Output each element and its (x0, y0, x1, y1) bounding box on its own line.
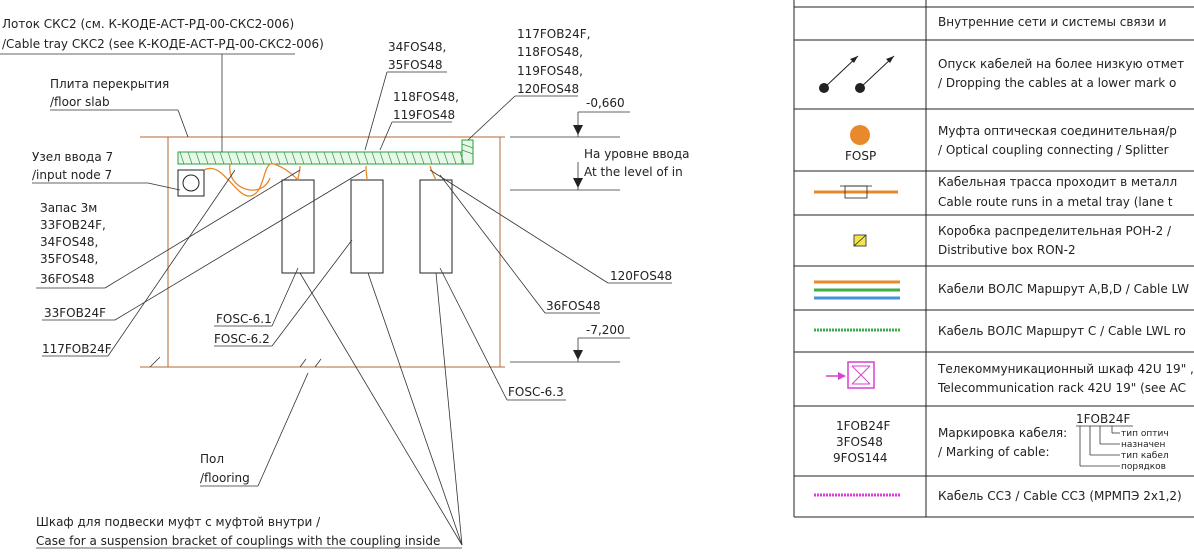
top-label-c-2: 119FOS48, (517, 64, 583, 78)
legend-text-0-0: Внутренние сети и системы связи и (938, 15, 1166, 29)
marking-diagram: 1FOB24F тип оптич назначен тип кабел пор… (1076, 412, 1169, 472)
top-label-c-3: 120FOS48 (517, 82, 579, 96)
case-label-ru: Шкаф для подвески муфт с муфтой внутри / (36, 515, 321, 529)
floor-label-en: /flooring (200, 471, 250, 485)
legend-text-8-1: / Marking of cable: (938, 445, 1050, 459)
marking-code: 1FOB24F (1076, 412, 1130, 426)
level-mark-top (510, 111, 630, 138)
legend-text-7-1: Telecommunication rack 42U 19" (see AC (937, 381, 1186, 395)
distribution-box-icon (853, 234, 867, 247)
marking-example-0: 1FOB24F (836, 419, 890, 433)
fosc-6-3-case (419, 179, 453, 274)
input-node-box (177, 169, 205, 197)
leader-lines (0, 53, 672, 549)
legend-text-4-0: Коробка распределительная РОН-2 / (938, 224, 1172, 238)
top-label-c-1: 118FOS48, (517, 45, 583, 59)
legend-text-7-0: Телекоммуникационный шкаф 42U 19" , (937, 362, 1194, 376)
fosc-label-2: FOSC-6.2 (214, 332, 270, 346)
telecom-rack-icon (826, 361, 875, 389)
slab-label-ru: Плита перекрытия (50, 77, 169, 91)
legend-text-4-1: Distributive box RON-2 (938, 243, 1076, 257)
top-label-c-0: 117FOB24F, (517, 27, 590, 41)
cable-label-120: 120FOS48 (610, 269, 672, 283)
top-label-a-0: 34FOS48, (388, 40, 446, 54)
top-label-b-0: 118FOS48, (393, 90, 459, 104)
level-top-value: -0,660 (586, 96, 625, 110)
fosc-6-2-case (350, 179, 384, 274)
node-label-en: /input node 7 (32, 168, 112, 182)
floor-hatch (149, 356, 322, 368)
reserve-label-4: 36FOS48 (40, 272, 95, 286)
marking-note-3: порядков (1121, 462, 1166, 472)
marking-note-1: назначен (1121, 440, 1165, 450)
entry-level-ru: На уровне ввода (584, 147, 690, 161)
entry-level-mark (510, 162, 620, 191)
cable-label-117: 117FOB24F (42, 342, 112, 356)
level-bottom-value: -7,200 (586, 323, 625, 337)
metal-tray-icon (814, 185, 898, 199)
level-mark-bottom (510, 337, 630, 363)
cable-tray (177, 139, 474, 165)
reserve-label-1: 33FOB24F, (40, 218, 106, 232)
floor-label-ru: Пол (200, 452, 224, 466)
legend-text-8-0: Маркировка кабеля: (938, 426, 1067, 440)
top-label-a-1: 35FOS48 (388, 58, 443, 72)
legend-text-1-0: Опуск кабелей на более низкую отмет (938, 57, 1184, 71)
legend-text-2-1: / Optical coupling connecting / Splitter (938, 143, 1169, 157)
cable-label-36: 36FOS48 (546, 299, 601, 313)
legend-text-1-1: / Dropping the cables at a lower mark o (938, 76, 1176, 90)
marking-example-1: 3FOS48 (836, 435, 883, 449)
fosc-label-1: FOSC-6.1 (216, 312, 272, 326)
marking-note-0: тип оптич (1121, 429, 1169, 439)
fosc-6-1-case (281, 179, 315, 274)
marking-note-2: тип кабел (1121, 451, 1169, 461)
legend-table (793, 0, 1194, 518)
legend-text-2-0: Муфта оптическая соединительная/р (938, 124, 1177, 138)
cable-routes-abd-icon (814, 280, 900, 300)
marking-example-2: 9FOS144 (833, 451, 888, 465)
legend-text-3-1: Cable route runs in a metal tray (lane t (938, 195, 1173, 209)
cable-loops (203, 163, 437, 197)
slab-label-en: /floor slab (50, 95, 110, 109)
case-label-en: Case for a suspension bracket of couplin… (36, 534, 440, 548)
fosc-label-3: FOSC-6.3 (508, 385, 564, 399)
tray-label-en: /Cable tray СКС2 (see К-КОДЕ-АСТ-РД-00-С… (2, 37, 324, 51)
node-label-ru: Узел ввода 7 (32, 150, 113, 164)
tray-label-ru: Лоток СКС2 (см. К-КОДЕ-АСТ-РД-00-СКС2-00… (2, 17, 294, 31)
reserve-label-0: Запас 3м (40, 201, 97, 215)
legend-text-5-0: Кабели ВОЛС Маршрут А,В,D / Cable LW (938, 282, 1189, 296)
legend-text-3-0: Кабельная трасса проходит в металл (938, 175, 1177, 189)
top-label-b-1: 119FOS48 (393, 108, 455, 122)
fosp-label: FOSP (845, 149, 876, 163)
entry-level-en: At the level of in (584, 165, 683, 179)
reserve-label-2: 34FOS48, (40, 235, 98, 249)
cable-label-33: 33FOB24F (44, 306, 106, 320)
fosp-icon (850, 125, 870, 145)
reserve-label-3: 35FOS48, (40, 252, 98, 266)
drop-cables-icon (819, 55, 895, 93)
legend-text-6-0: Кабель ВОЛС Маршрут С / Cable LWL ro (938, 324, 1186, 338)
legend-text-9-0: Кабель СС3 / Cable СС3 (МРМПЭ 2х1,2) (938, 489, 1182, 503)
